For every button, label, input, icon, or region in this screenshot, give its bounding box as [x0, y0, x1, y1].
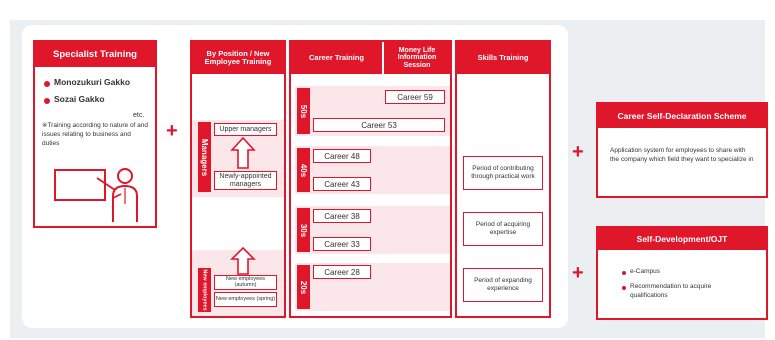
career-training-box: Career Training Money Life Information S…: [289, 40, 452, 318]
managers-label: Managers: [198, 122, 211, 192]
self-dev-item-ecampus: e-Campus: [630, 268, 660, 275]
self-development-box: Self-Development/OJT e-Campus Recommenda…: [596, 226, 768, 320]
plus-sign: +: [572, 262, 584, 284]
specialist-etc: etc.: [133, 112, 145, 119]
upper-managers-box: Upper managers: [214, 123, 277, 136]
career-43-box: Career 43: [313, 177, 371, 191]
bullet-dot: [622, 286, 626, 290]
career-self-declaration-title: Career Self-Declaration Scheme: [598, 104, 766, 128]
career-53-box: Career 53: [313, 118, 445, 132]
by-position-title: By Position / New Employee Training: [192, 42, 284, 74]
money-life-title: Money Life Information Session: [384, 42, 450, 74]
period-expanding-box: Period of expanding experience: [463, 268, 543, 302]
career-33-box: Career 33: [313, 237, 371, 251]
age-label-40s: 40s: [297, 148, 310, 192]
specialist-note: ※Training according to nature of and iss…: [42, 122, 149, 147]
career-48-box: Career 48: [313, 149, 371, 163]
specialist-item-sozai: Sozai Gakko: [54, 94, 105, 104]
newly-appointed-managers-box: Newly-appointed managers: [214, 171, 277, 190]
self-dev-item-qualifications: Recommendation to acquire qualifications: [630, 283, 712, 299]
period-acquiring-box: Period of acquiring expertise: [463, 212, 543, 246]
bullet-dot: [44, 81, 50, 87]
career-59-box: Career 59: [385, 90, 445, 104]
specialist-item-monozukuri: Monozukuri Gakko: [54, 77, 131, 87]
career-28-box: Career 28: [313, 265, 371, 279]
period-contributing-box: Period of contributing through practical…: [463, 156, 543, 190]
skills-training-title: Skills Training: [457, 42, 549, 74]
career-self-declaration-box: Career Self-Declaration Scheme Applicati…: [596, 102, 768, 198]
specialist-training-title: Specialist Training: [35, 42, 155, 67]
lecturer-illustration: [54, 168, 138, 222]
self-development-title: Self-Development/OJT: [598, 228, 766, 250]
plus-sign: +: [166, 120, 178, 142]
specialist-training-box: Specialist Training Monozukuri Gakko Soz…: [33, 40, 157, 228]
new-employees-spring-box: New employees (spring): [214, 292, 277, 307]
entry-arrow-icon: [230, 246, 256, 275]
career-training-title: Career Training: [291, 42, 382, 74]
plus-sign: +: [572, 141, 584, 163]
by-position-box: By Position / New Employee Training Mana…: [190, 40, 286, 318]
bullet-dot: [44, 98, 50, 104]
new-employees-label: New employees: [198, 268, 211, 312]
new-employees-autumn-box: New employees (autumn): [214, 275, 277, 290]
age-label-50s: 50s: [297, 88, 310, 134]
bullet-dot: [622, 271, 626, 275]
skills-training-box: Skills Training Period of contributing t…: [455, 40, 551, 318]
career-self-declaration-text: Application system for employees to shar…: [610, 147, 754, 163]
age-label-30s: 30s: [297, 208, 310, 252]
career-38-box: Career 38: [313, 209, 371, 223]
header-divider: [382, 42, 384, 74]
promotion-arrow-icon: [230, 136, 256, 169]
age-label-20s: 20s: [297, 265, 310, 309]
